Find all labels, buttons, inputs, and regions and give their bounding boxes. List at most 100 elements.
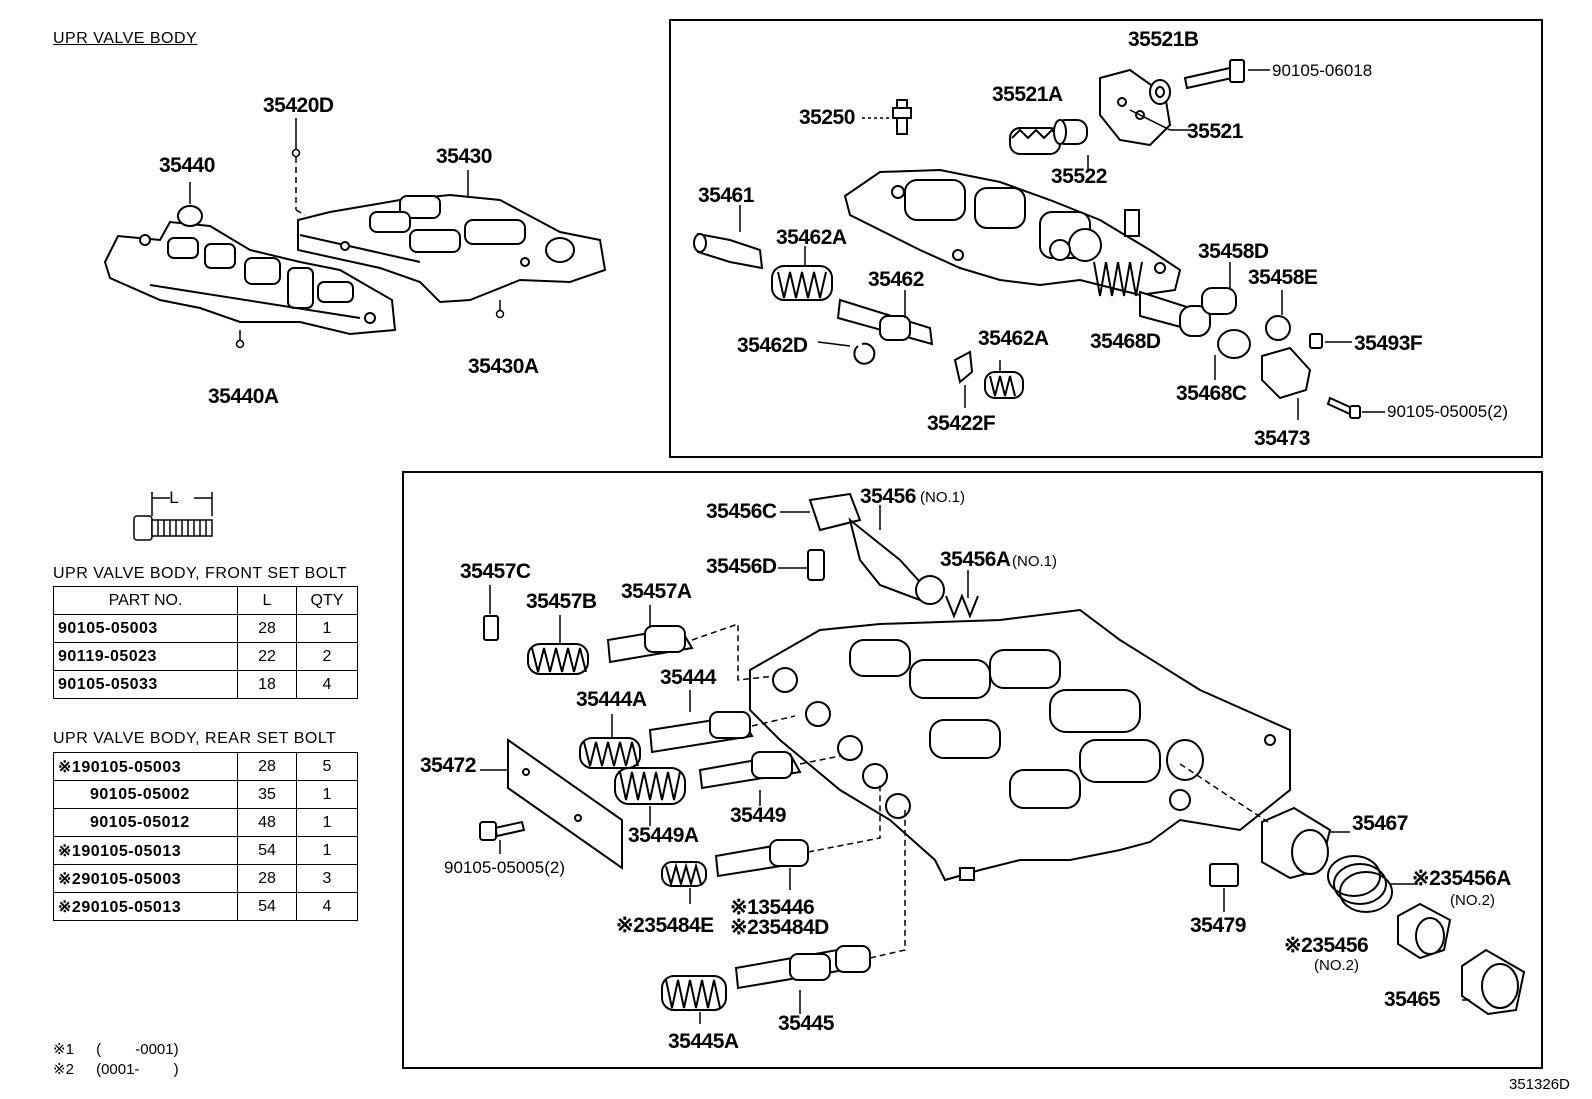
part-number-cell: ※290105-05013 <box>53 892 238 921</box>
label-35422F: 35422F <box>927 412 996 435</box>
table-row: ※290105-05013 54 4 <box>53 892 358 921</box>
label-35456-no1: (NO.1) <box>920 489 965 506</box>
qty-cell: 1 <box>296 780 358 809</box>
upper-valve-body-drawing <box>693 59 1361 419</box>
label-35420D: 35420D <box>263 94 334 117</box>
label-35456-no2: ※235456 <box>1284 934 1368 957</box>
front-table-title: UPR VALVE BODY, FRONT SET BOLT <box>53 565 348 582</box>
qty-cell: 4 <box>296 670 358 699</box>
bolt-length-label: L <box>169 488 178 507</box>
label-35440A: 35440A <box>208 385 279 408</box>
label-35462A-2: 35462A <box>978 327 1049 350</box>
part-number: 90105-05013 <box>81 898 182 916</box>
length-cell: 22 <box>237 642 297 671</box>
part-number-cell: 90105-05002 <box>53 780 238 809</box>
applicability-mark: ※1 <box>58 758 82 776</box>
column-header-l: L <box>237 586 297 615</box>
length-cell: 28 <box>237 752 297 781</box>
label-35473: 35473 <box>1254 427 1310 450</box>
applicability-mark: ※1 <box>58 842 82 860</box>
length-cell: 28 <box>237 614 297 643</box>
label-35457B: 35457B <box>526 590 597 613</box>
part-number-cell: 90119-05023 <box>53 642 238 671</box>
label-35444A: 35444A <box>576 688 647 711</box>
footnote-mark: ※2 <box>53 1061 74 1078</box>
table-row: 90105-05002 35 1 <box>53 780 358 809</box>
part-number-cell: 90105-05012 <box>53 808 238 837</box>
label-35440: 35440 <box>159 154 215 177</box>
label-35479: 35479 <box>1190 914 1246 937</box>
label-35493F: 35493F <box>1354 332 1423 355</box>
label-35462: 35462 <box>868 268 924 291</box>
table-row: ※190105-05003 28 5 <box>53 752 358 781</box>
table-row: ※290105-05003 28 3 <box>53 864 358 893</box>
label-90105-06018: 90105-06018 <box>1272 61 1372 80</box>
footnote-2: ※2 (0001- ) <box>53 1058 179 1079</box>
footnote-range: ( -0001) <box>96 1041 179 1058</box>
qty-cell: 1 <box>296 836 358 865</box>
footnote-range: (0001- ) <box>96 1061 179 1078</box>
label-35458E: 35458E <box>1248 266 1318 289</box>
label-35456A-no1: (NO.1) <box>1012 553 1057 570</box>
lower-detail-frame <box>402 471 1543 1069</box>
label-35462D: 35462D <box>737 334 808 357</box>
part-number-cell: 90105-05033 <box>53 670 238 699</box>
qty-cell: 2 <box>296 642 358 671</box>
overview-assembly-35440 <box>103 205 397 336</box>
column-header-part-no: PART NO. <box>53 586 238 615</box>
label-35522: 35522 <box>1051 165 1107 188</box>
label-35445: 35445 <box>778 1012 835 1035</box>
length-cell: 28 <box>237 864 297 893</box>
label-35446: ※135446 <box>730 896 814 919</box>
section-title: UPR VALVE BODY <box>53 30 198 47</box>
label-35456A: 35456A <box>940 548 1011 571</box>
label-35461: 35461 <box>698 184 755 207</box>
label-35445A: 35445A <box>668 1030 739 1053</box>
length-cell: 48 <box>237 808 297 837</box>
part-number-cell: ※190105-05003 <box>53 752 238 781</box>
label-35521: 35521 <box>1187 120 1244 143</box>
label-35521A: 35521A <box>992 83 1063 106</box>
label-35456-no2-sub: (NO.2) <box>1314 957 1359 974</box>
qty-cell: 4 <box>296 892 358 921</box>
label-35456A-no2: ※235456A <box>1412 867 1511 890</box>
qty-cell: 1 <box>296 614 358 643</box>
length-cell: 35 <box>237 780 297 809</box>
part-number: 90105-05013 <box>81 842 182 860</box>
upper-detail-frame <box>669 19 1543 458</box>
table-row: 90119-05023 22 2 <box>53 642 358 671</box>
applicability-mark: ※2 <box>58 870 82 888</box>
part-number: 90105-05003 <box>81 758 182 776</box>
label-35484E: ※235484E <box>616 914 714 937</box>
part-number-cell: 90105-05003 <box>53 614 238 643</box>
bolt-length-pictogram <box>133 492 213 541</box>
label-35521B: 35521B <box>1128 28 1199 51</box>
label-35250: 35250 <box>799 106 855 129</box>
qty-cell: 3 <box>296 864 358 893</box>
label-35456: 35456 <box>860 485 916 508</box>
part-number: 90105-05003 <box>81 870 182 888</box>
rear-set-bolt-table: ※190105-05003 28 5 90105-05002 35 1 9010… <box>53 752 358 921</box>
drawing-number: 351326D <box>1509 1076 1570 1093</box>
label-90105-05005-upper: 90105-05005(2) <box>1387 402 1508 421</box>
label-35458D: 35458D <box>1198 240 1269 263</box>
table-row: 90105-05012 48 1 <box>53 808 358 837</box>
applicability-mark: ※2 <box>58 898 82 916</box>
part-number: 90105-05002 <box>90 785 190 803</box>
footnote-mark: ※1 <box>53 1041 74 1058</box>
table-header-row: PART NO. L QTY <box>53 586 358 615</box>
rear-table-title: UPR VALVE BODY, REAR SET BOLT <box>53 730 337 747</box>
label-35468D: 35468D <box>1090 330 1161 353</box>
table-row: 90105-05033 18 4 <box>53 670 358 699</box>
label-35456A-no2-sub: (NO.2) <box>1450 892 1495 909</box>
front-set-bolt-table: PART NO. L QTY 90105-05003 28 1 90119-05… <box>53 586 358 699</box>
label-35472: 35472 <box>420 754 476 777</box>
part-number: 90105-05012 <box>90 813 190 831</box>
part-number-cell: ※290105-05003 <box>53 864 238 893</box>
table-row: 90105-05003 28 1 <box>53 614 358 643</box>
column-header-qty: QTY <box>296 586 358 615</box>
label-35465: 35465 <box>1384 988 1441 1011</box>
qty-cell: 1 <box>296 808 358 837</box>
label-35456D: 35456D <box>706 555 777 578</box>
